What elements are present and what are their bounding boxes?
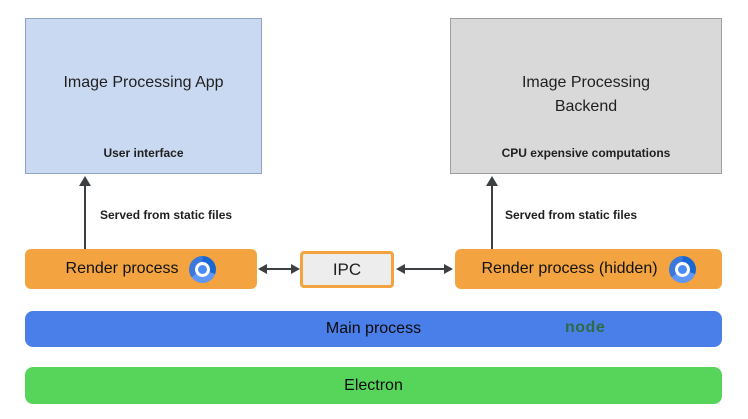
- up-arrow-line-right: [491, 185, 493, 249]
- up-arrow-head-right: [486, 176, 498, 186]
- render-process-hidden-bar: Render process (hidden): [455, 249, 722, 289]
- ipc-arrow-right-head-west: [396, 264, 405, 274]
- up-arrow-line-left: [84, 185, 86, 249]
- chromium-icon: [668, 255, 696, 283]
- ipc-arrow-left-line: [265, 268, 293, 270]
- chromium-icon: [189, 255, 217, 283]
- ipc-arrow-right-head-east: [444, 264, 453, 274]
- ipc-arrow-right-line: [403, 268, 446, 270]
- backend-box-subtitle: CPU expensive computations: [501, 146, 671, 160]
- image-processing-app-box: Image Processing App User interface: [25, 18, 262, 174]
- up-arrow-head-left: [79, 176, 91, 186]
- render-process-hidden-label: Render process (hidden): [481, 260, 658, 277]
- served-static-label-left: Served from static files: [100, 208, 233, 222]
- main-process-bar: Main process node: [25, 311, 722, 347]
- nodejs-logo: node: [565, 319, 606, 336]
- electron-bar: Electron: [25, 367, 722, 404]
- app-box-subtitle: User interface: [103, 146, 184, 160]
- backend-box-title: Image Processing Backend: [521, 74, 651, 115]
- electron-label: Electron: [344, 376, 403, 394]
- image-processing-backend-box: Image Processing Backend CPU expensive c…: [450, 18, 722, 174]
- render-process-bar: Render process: [25, 249, 257, 289]
- served-static-label-right: Served from static files: [505, 208, 638, 222]
- ipc-arrow-left-head-west: [258, 264, 267, 274]
- ipc-box: IPC: [300, 251, 394, 288]
- ipc-arrow-left-head-east: [291, 264, 300, 274]
- app-box-title: Image Processing App: [63, 74, 224, 91]
- main-process-label: Main process: [325, 320, 422, 337]
- ipc-label: IPC: [332, 259, 362, 279]
- render-process-label: Render process: [65, 260, 179, 277]
